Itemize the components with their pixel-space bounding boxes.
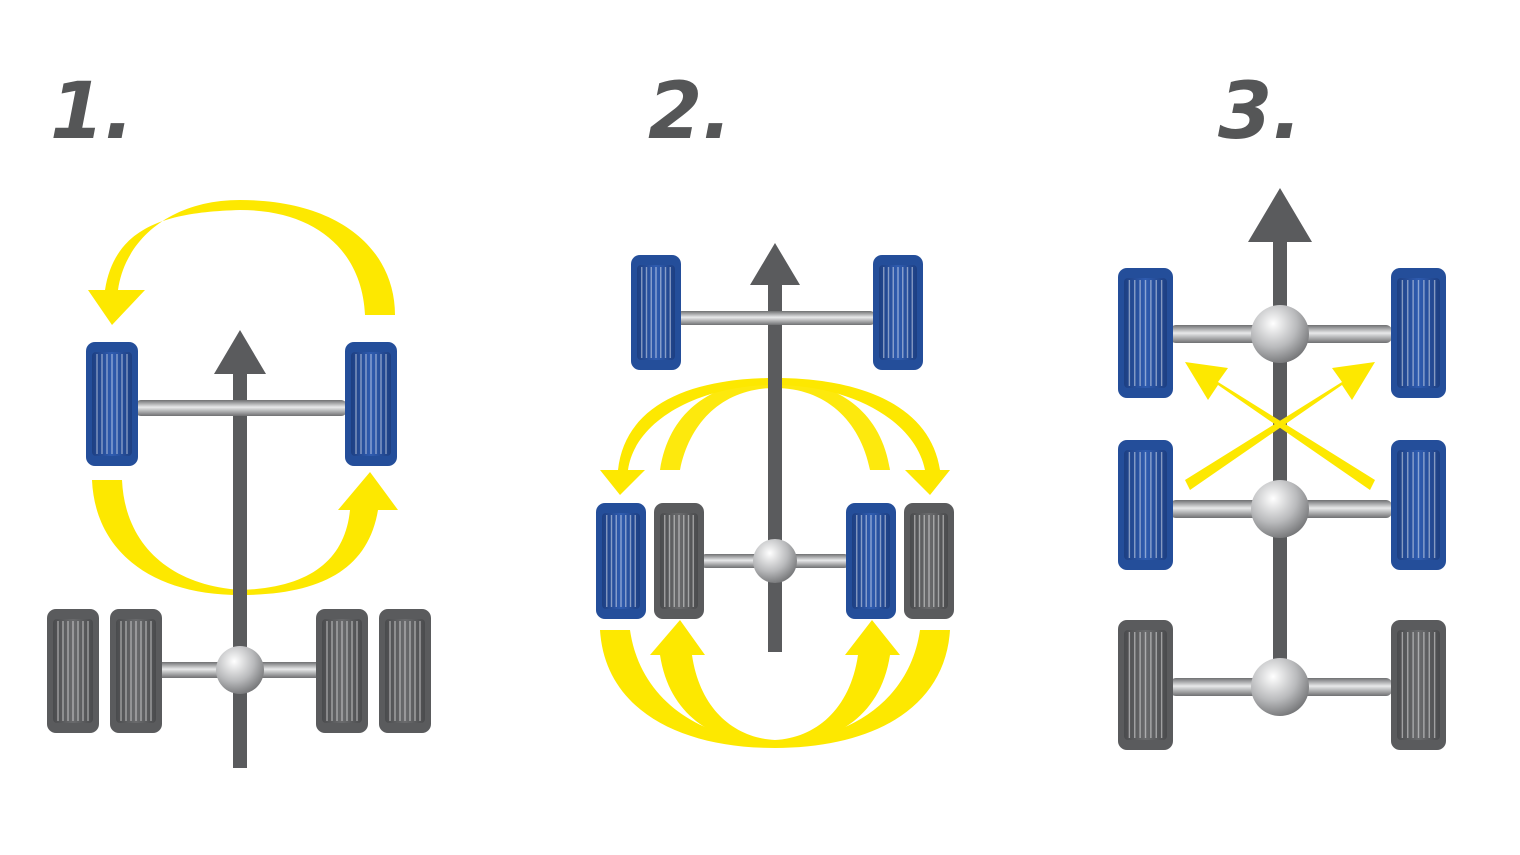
wheel-icon — [1118, 268, 1173, 398]
hub-icon — [1251, 658, 1309, 716]
rotation-arrow-icon — [1185, 362, 1375, 490]
step-number-3: 3. — [1218, 67, 1302, 157]
wheel-icon — [904, 503, 954, 619]
wheel-icon — [631, 255, 681, 370]
rotation-arrow-icon — [600, 620, 950, 748]
axle-icon — [676, 311, 876, 325]
wheel-icon — [1391, 440, 1446, 570]
wheel-icon — [846, 503, 896, 619]
direction-arrow-icon — [750, 243, 800, 652]
panel-1 — [47, 200, 431, 768]
step-number-1: 1. — [50, 67, 134, 157]
wheel-icon — [873, 255, 923, 370]
rotation-arrow-icon — [600, 378, 950, 495]
wheel-icon — [1391, 620, 1446, 750]
wheel-icon — [654, 503, 704, 619]
step-number-2: 2. — [648, 67, 732, 157]
axle-icon — [135, 400, 347, 416]
panel-3 — [1118, 188, 1446, 750]
hub-icon — [1251, 480, 1309, 538]
hub-icon — [1251, 305, 1309, 363]
wheel-icon — [316, 609, 368, 733]
wheel-icon — [1391, 268, 1446, 398]
wheel-icon — [596, 503, 646, 619]
wheel-icon — [1118, 620, 1173, 750]
panel-2 — [596, 243, 954, 748]
wheel-icon — [86, 342, 138, 466]
wheel-icon — [1118, 440, 1173, 570]
direction-arrow-icon — [214, 330, 266, 768]
hub-icon — [216, 646, 264, 694]
hub-icon — [753, 539, 797, 583]
wheel-icon — [379, 609, 431, 733]
wheel-icon — [345, 342, 397, 466]
wheel-icon — [110, 609, 162, 733]
wheel-icon — [47, 609, 99, 733]
rotation-arrow-icon — [88, 200, 398, 595]
